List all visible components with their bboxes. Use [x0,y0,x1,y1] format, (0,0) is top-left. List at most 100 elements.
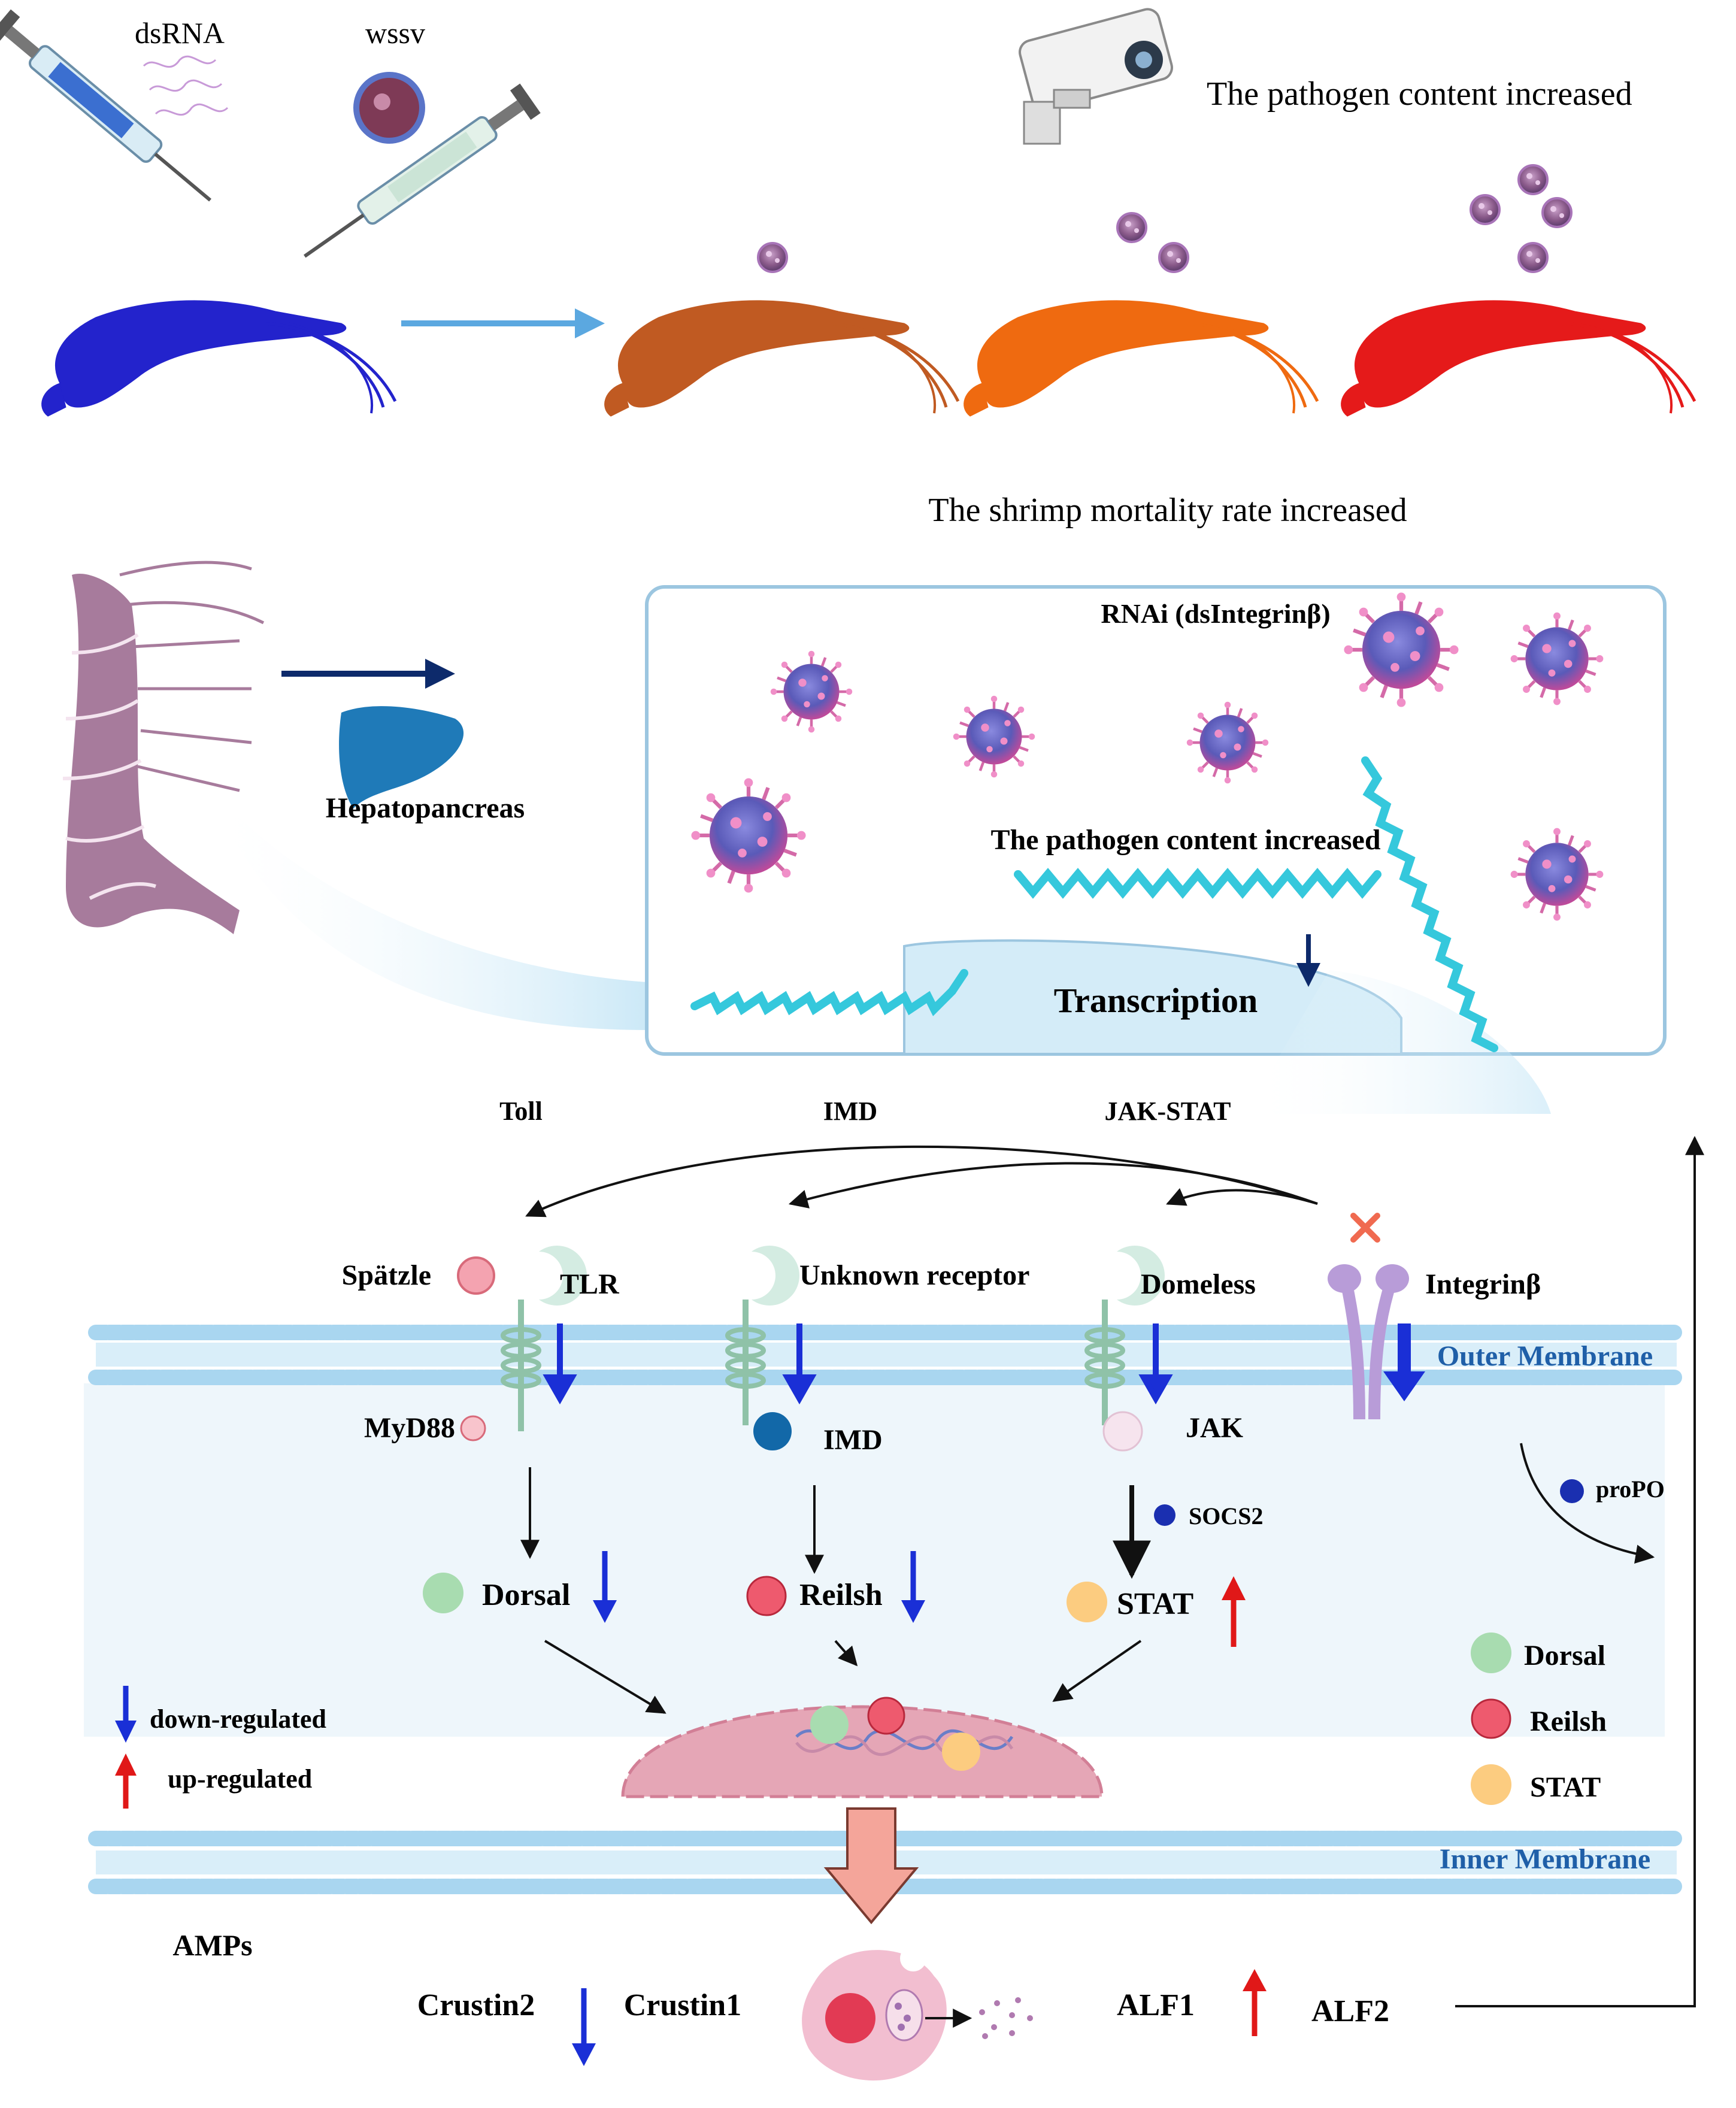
amps-title: AMPs [172,1928,252,1962]
stat-label: STAT [1117,1587,1193,1621]
signal-down-arrows [520,1467,824,1574]
dorsal-icon [423,1573,463,1613]
spatzle-ligand-icon [457,1256,495,1295]
legend-dorsal-label: Dorsal [1524,1640,1605,1671]
myd88-icon [460,1415,486,1441]
dsrna-chain-icon [690,756,1498,1052]
hemocyte-icon [802,1945,947,2081]
tlr-receptor-icon [501,1245,587,1431]
legend-up-label: up-regulated [168,1764,312,1794]
cytoplasm [84,1383,1665,1737]
virus-small-icon [757,242,788,273]
alf1-label: ALF1 [1117,1988,1195,2022]
socs2-label: SOCS2 [1189,1503,1264,1529]
imd-adaptor-icon [753,1412,792,1450]
pathogen-increase-top: The pathogen content increased [1207,75,1632,113]
nucleus-reilsh-icon [867,1697,905,1735]
legend-reilsh-icon [1471,1698,1511,1739]
socs2-icon [1154,1504,1175,1526]
knockdown-x-icon [1350,1213,1380,1243]
pathway-jakstat-label: JAK-STAT [1104,1097,1231,1126]
virus-icon [953,696,1035,778]
shrimp-orange-icon [964,301,1317,416]
unknown-receptor-icon [725,1245,799,1425]
virus-icon [1187,702,1269,784]
dsrna-molecule-icon [143,55,229,116]
tlr-label: TLR [560,1268,620,1300]
legend-dorsal-icon [1471,1633,1511,1673]
wssv-label: wssv [365,16,425,50]
alf2-label: ALF2 [1311,1994,1389,2028]
legend-up-arrow [115,1753,137,1809]
legend-down-label: down-regulated [150,1704,326,1734]
feedback-arrow [1455,1135,1704,2007]
virus-icon [1511,828,1604,921]
legend-stat-label: STAT [1530,1771,1601,1803]
virus-icon [691,778,805,892]
stat-up-arrow [1222,1576,1246,1647]
integrin-signal-arrows [525,1145,1318,1217]
integrin-label: Integrinβ [1425,1268,1541,1300]
reilsh-label: Reilsh [799,1578,883,1612]
shrimp-curled-icon [62,561,265,934]
expression-arrow [823,1807,919,1925]
shrimp-blue-icon [42,301,395,416]
virus-icon [1344,592,1458,707]
secreted-peptides-icon [979,1997,1033,2039]
camera-icon [1019,8,1173,145]
shrimp-brown-icon [605,301,958,416]
pathway-imd-label: IMD [823,1097,877,1126]
shrimp-red-icon [1341,301,1695,416]
membrane-down-arrows [543,1323,1173,1405]
virus-small-icon [1470,194,1501,225]
myd88-label: MyD88 [364,1412,455,1444]
hepatopancreas-label: Hepatopancreas [326,792,525,824]
domeless-label: Domeless [1141,1268,1256,1300]
legend-down-arrow [115,1686,137,1743]
imd-adaptor-label: IMD [823,1424,883,1456]
dorsal-down-arrow [593,1551,617,1623]
virus-small-icon [1517,242,1549,273]
wssv-syringe-icon [304,83,541,258]
stat-icon [1067,1582,1107,1622]
dorsal-label: Dorsal [482,1578,570,1612]
wssv-virus-icon [353,72,425,144]
inner-membrane-label: Inner Membrane [1440,1843,1650,1875]
jak-icon [1102,1411,1143,1452]
alf-up-arrow [1243,1969,1267,2036]
nucleus-stat-icon [942,1733,980,1771]
propo-arrow [1520,1443,1655,1564]
crustin2-label: Crustin2 [417,1988,535,2022]
virus-small-icon [1158,242,1189,273]
unknown-receptor-label: Unknown receptor [799,1259,1029,1291]
propo-icon [1560,1479,1584,1503]
reilsh-down-arrow [901,1551,925,1623]
domeless-receptor-icon [1084,1246,1165,1425]
pathway-toll-label: Toll [499,1097,543,1126]
nucleus-dorsal-icon [810,1706,849,1744]
nucleus [621,1705,1104,1798]
transcription-label: Transcription [1054,981,1258,1020]
mortality-increase-label: The shrimp mortality rate increased [928,492,1407,529]
virus-small-icon [1541,197,1573,228]
virus-icon [771,651,853,733]
jak-label: JAK [1186,1412,1243,1444]
liver-icon [339,706,464,808]
zoom-fan-right [1246,970,1551,1114]
legend-reilsh-label: Reilsh [1530,1706,1607,1737]
rnai-label: RNAi (dsIntegrinβ) [1101,598,1330,629]
crustin1-label: Crustin1 [624,1988,741,2022]
outer-membrane-label: Outer Membrane [1437,1340,1653,1372]
virus-icon [1511,613,1604,705]
integrin-down-arrow [1383,1323,1425,1401]
virus-small-icon [1517,164,1549,195]
pathogen-increase-middle: The pathogen content increased [990,824,1380,856]
spatzle-label: Spätzle [342,1259,431,1291]
reilsh-icon [746,1576,787,1616]
crustin-down-arrow [572,1988,596,2066]
nucleus-input-arrows [544,1640,1142,1714]
integrin-receptor-icon [1328,1264,1409,1420]
dsrna-label: dsRNA [135,16,225,50]
virus-small-icon [1116,212,1147,243]
